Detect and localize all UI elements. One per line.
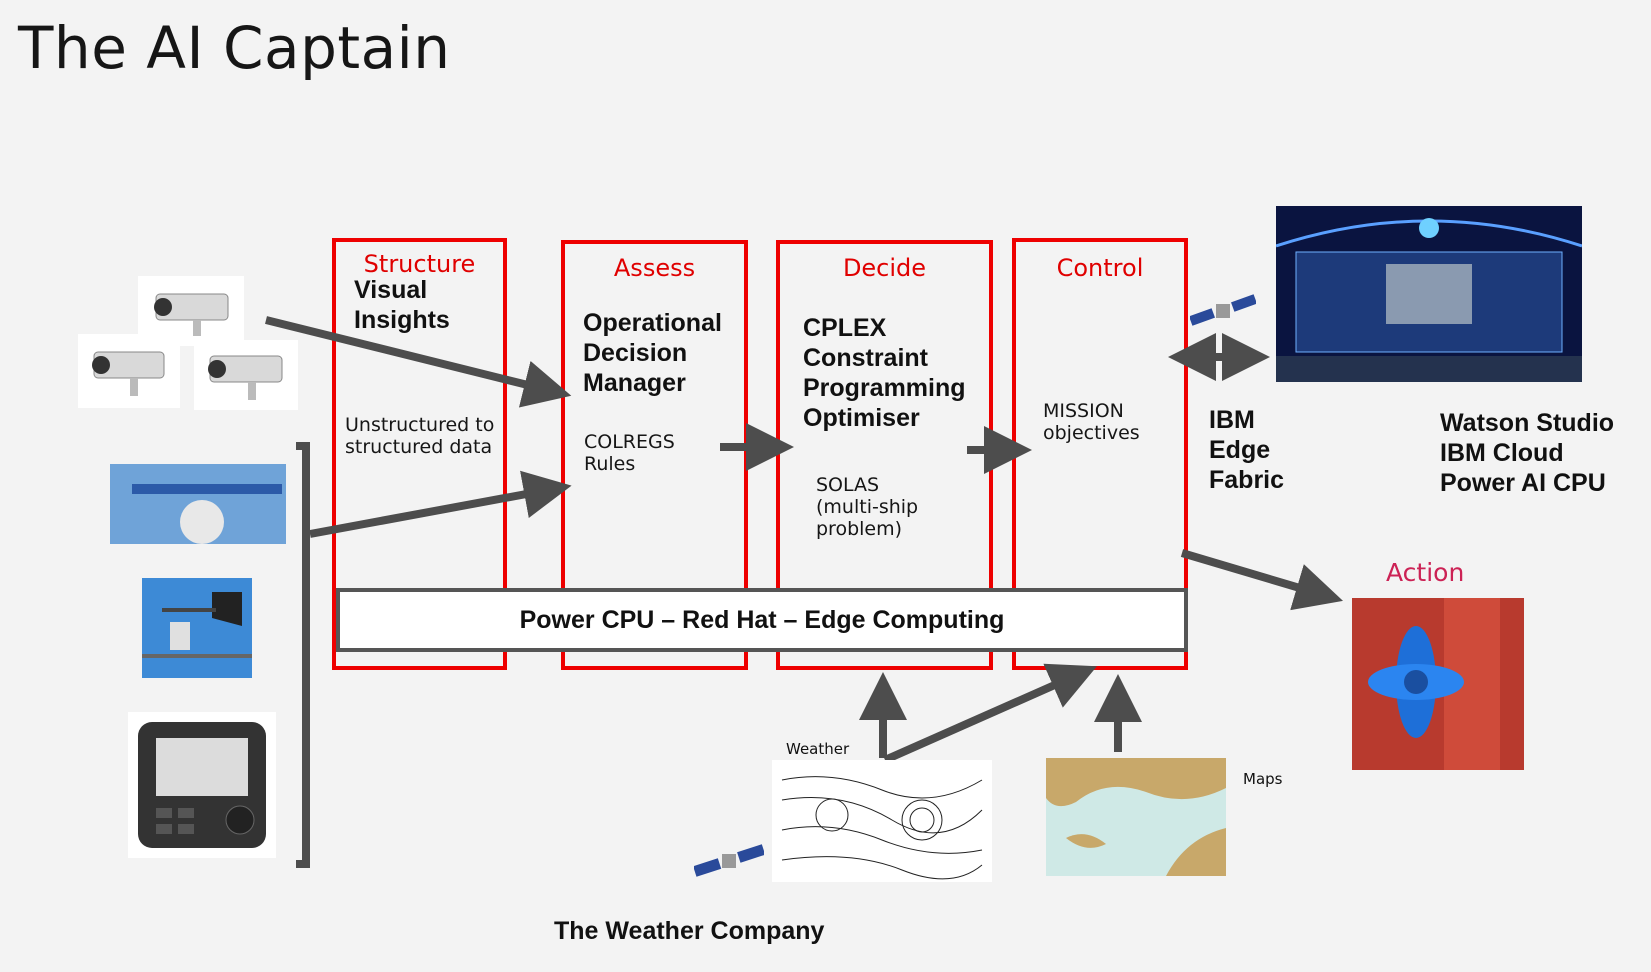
structure-sub: Unstructured to structured data	[345, 414, 495, 458]
maps-label: Maps	[1243, 770, 1283, 788]
propeller-image	[1352, 598, 1524, 770]
assess-heading: Assess	[613, 254, 696, 282]
platform-bar: Power CPU – Red Hat – Edge Computing	[336, 588, 1188, 652]
control-sub: MISSION objectives	[1043, 400, 1140, 444]
watson-label: Watson Studio IBM Cloud Power AI CPU	[1440, 409, 1615, 497]
sea-map-image	[1046, 758, 1226, 876]
weather-label: Weather	[786, 740, 850, 758]
satellite-icon	[694, 844, 764, 877]
assess-sub: COLREGS Rules	[584, 431, 675, 475]
decide-heading: Decide	[842, 254, 927, 282]
control-heading: Control	[1056, 254, 1144, 282]
weather-chart-image	[772, 760, 992, 882]
action-label: Action	[1386, 558, 1465, 587]
holo-bridge-image	[1276, 206, 1582, 382]
assess-main: Operational Decision Manager	[583, 309, 722, 397]
structure-main: Visual Insights	[354, 276, 450, 334]
structure-heading: Structure	[363, 250, 476, 278]
cctv-camera-icon	[194, 340, 298, 410]
decide-main: CPLEX Constraint Programming Optimiser	[803, 314, 966, 432]
satellite-icon	[1190, 294, 1256, 326]
decide-sub: SOLAS (multi-ship problem)	[816, 474, 919, 540]
gps-device-icon	[128, 712, 276, 858]
stage-structure	[332, 238, 507, 670]
page-title: The AI Captain	[18, 14, 451, 82]
cctv-camera-icon	[78, 334, 180, 408]
radar-antenna-icon	[110, 464, 286, 544]
cctv-camera-icon	[138, 276, 244, 346]
wind-vane-icon	[142, 578, 252, 678]
weather-company-label: The Weather Company	[554, 917, 825, 945]
edge-fabric-label: IBM Edge Fabric	[1209, 406, 1285, 494]
